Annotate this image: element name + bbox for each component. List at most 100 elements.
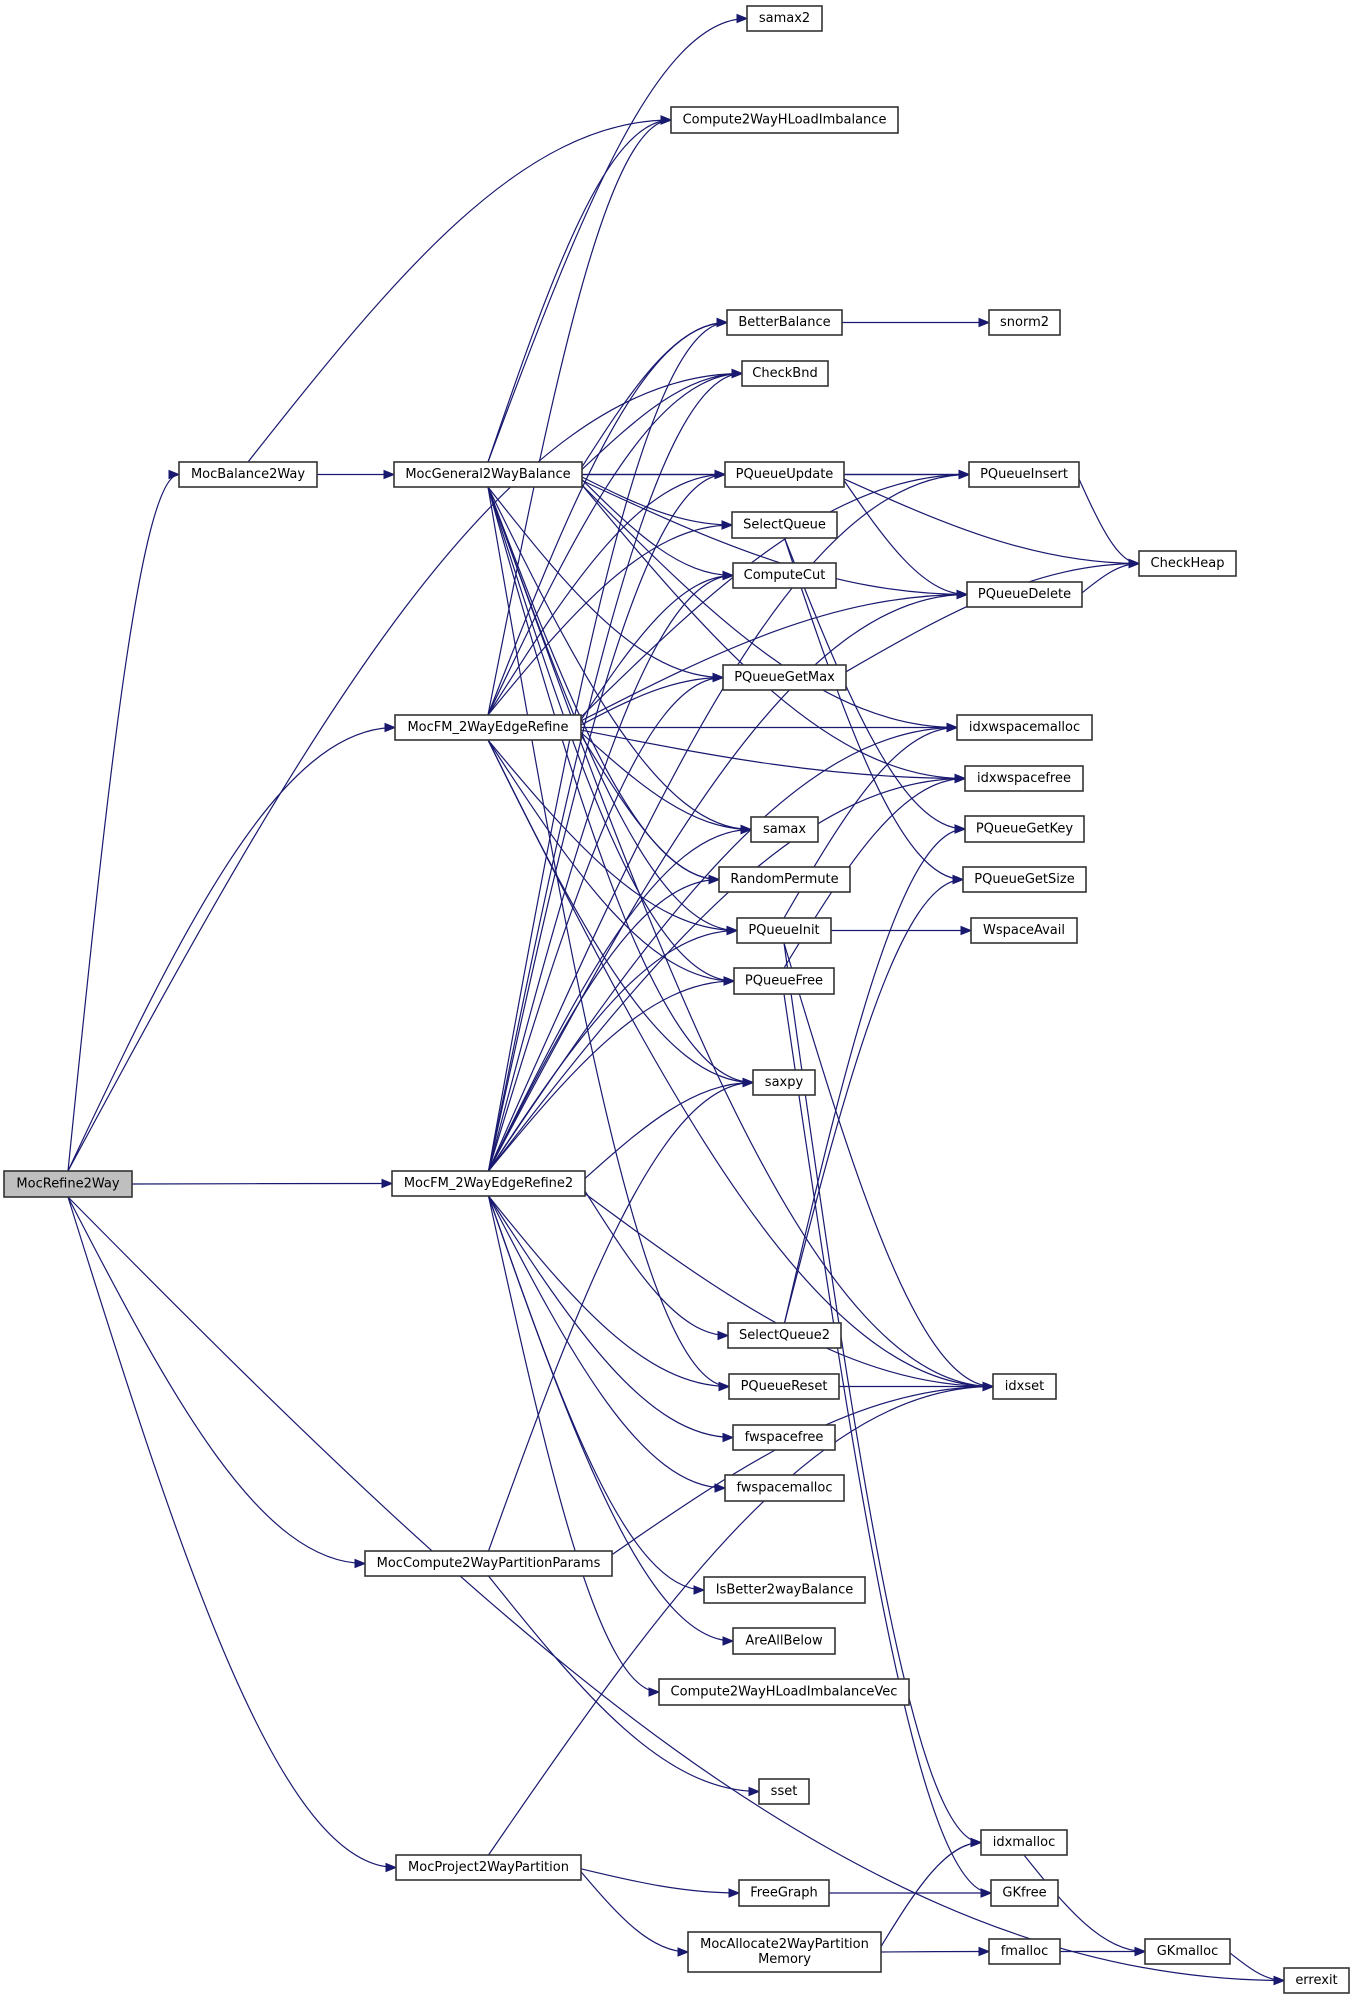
edge-mocfm-2wayedgerefine2-to-pqueueupdate [487, 473, 726, 1172]
node-box [741, 360, 829, 387]
arrowhead-snorm2 [978, 317, 991, 328]
node-pqueuereset[interactable]: PQueueReset [728, 1373, 840, 1400]
node-isbetter2waybalance[interactable]: IsBetter2wayBalance [703, 1576, 866, 1604]
node-samax[interactable]: samax [750, 816, 819, 843]
arrowhead-checkheap [1128, 558, 1141, 569]
node-sset[interactable]: sset [758, 1778, 810, 1805]
node-compute2wayhloadimbalance[interactable]: Compute2WayHLoadImbalance [670, 106, 899, 134]
edge-pqueueupdate-to-pqueuedelete [843, 480, 968, 596]
node-compute2wayhloadimbalancevec[interactable]: Compute2WayHLoadImbalanceVec [658, 1678, 910, 1706]
arrowhead-pqueueupdate [714, 469, 727, 480]
node-box [956, 714, 1093, 741]
node-box [746, 5, 823, 32]
node-pqueuegetsize[interactable]: PQueueGetSize [962, 866, 1087, 893]
node-box [718, 866, 851, 893]
node-label: errexit [1295, 1973, 1337, 1988]
node-mocgeneral2waybalance[interactable]: MocGeneral2WayBalance [393, 461, 583, 488]
node-mocbalance2way[interactable]: MocBalance2Way [178, 461, 318, 488]
node-mocrefine2way[interactable]: MocRefine2Way [3, 1170, 133, 1198]
node-label: samax2 [759, 11, 810, 26]
arrowhead-selectqueue2 [717, 1330, 730, 1341]
node-label: snorm2 [1000, 315, 1049, 330]
edge-moccompute2waypartitionparams-to-idxset [611, 1385, 994, 1556]
edge-mocfm-2wayedgerefine-to-selectqueue [487, 524, 733, 716]
node-box [391, 1170, 586, 1197]
node-selectqueue[interactable]: SelectQueue [731, 511, 838, 539]
arrowhead-wspaceavail [960, 925, 973, 936]
node-idxset[interactable]: idxset [992, 1373, 1057, 1400]
node-fwspacefree[interactable]: fwspacefree [732, 1424, 836, 1451]
node-fwspacemalloc[interactable]: fwspacemalloc [724, 1474, 845, 1502]
node-label: SelectQueue2 [739, 1328, 830, 1343]
arrowhead-freegraph [728, 1888, 741, 1898]
arrowhead-pqueuegetkey [954, 824, 967, 834]
node-pqueueinit[interactable]: PQueueInit [736, 917, 832, 944]
node-pqueuegetkey[interactable]: PQueueGetKey [964, 815, 1085, 843]
node-mocfm-2wayedgerefine[interactable]: MocFM_2WayEdgeRefine [394, 714, 582, 741]
edge-mocgeneral2waybalance-to-pqueuereset [487, 486, 730, 1388]
node-label: GKmalloc [1157, 1944, 1219, 1959]
node-label: MocProject2WayPartition [408, 1860, 569, 1875]
node-box [992, 1373, 1057, 1400]
node-selectqueue2[interactable]: SelectQueue2 [727, 1322, 842, 1349]
node-label: BetterBalance [738, 315, 830, 330]
edge-gkmalloc-to-errexit [1229, 1952, 1285, 1982]
node-freegraph[interactable]: FreeGraph [738, 1879, 830, 1907]
node-box [1138, 550, 1237, 577]
node-moccompute2waypartitionparams[interactable]: MocCompute2WayPartitionParams [364, 1550, 613, 1577]
node-label: MocRefine2Way [16, 1177, 119, 1192]
node-checkheap[interactable]: CheckHeap [1138, 550, 1237, 577]
edge-mocgeneral2waybalance-to-idxwspacefree [581, 484, 966, 780]
arrowhead-fwspacefree [722, 1432, 735, 1443]
arrowhead-mocfm-2wayedgerefine [384, 722, 397, 733]
node-idxwspacefree[interactable]: idxwspacefree [964, 765, 1084, 792]
node-box [752, 1069, 816, 1096]
arrowhead-gkfree [980, 1888, 993, 1898]
node-pqueuefree[interactable]: PQueueFree [733, 967, 835, 995]
node-gkfree[interactable]: GKfree [990, 1879, 1059, 1907]
node-wspaceavail[interactable]: WspaceAvail [970, 917, 1078, 944]
edge-mocfm-2wayedgerefine2-to-areallbelow [487, 1195, 734, 1642]
node-betterbalance[interactable]: BetterBalance [726, 309, 843, 336]
node-snorm2[interactable]: snorm2 [988, 309, 1061, 336]
arrowhead-fwspacemalloc [714, 1483, 727, 1493]
node-pqueueupdate[interactable]: PQueueUpdate [724, 461, 845, 488]
arrowhead-moccompute2waypartitionparams [354, 1558, 367, 1569]
node-mocproject2waypartition[interactable]: MocProject2WayPartition [395, 1854, 582, 1881]
arrowhead-mocbalance2way [168, 469, 181, 480]
node-checkbnd[interactable]: CheckBnd [741, 360, 829, 387]
node-box [964, 815, 1085, 843]
call-nodes: MocRefine2Way MocBalance2Way MocGeneral2Wa… [3, 5, 1350, 1994]
node-randompermute[interactable]: RandomPermute [718, 866, 851, 893]
edge-mocfm-2wayedgerefine2-to-betterbalance [487, 321, 728, 1172]
node-label: PQueueDelete [978, 587, 1071, 602]
node-box [750, 816, 819, 843]
edge-mocfm-2wayedgerefine2-to-pqueuedelete [487, 593, 968, 1172]
node-saxpy[interactable]: saxpy [752, 1069, 816, 1096]
edge-mocfm-2wayedgerefine-to-idxset [487, 739, 994, 1388]
edge-mocfm-2wayedgerefine-to-pqueuedelete [580, 593, 968, 722]
node-samax2[interactable]: samax2 [746, 5, 823, 32]
node-errexit[interactable]: errexit [1283, 1967, 1350, 1994]
edge-mocgeneral2waybalance-to-checkbnd [581, 372, 743, 470]
edge-mocgeneral2waybalance-to-pqueuegetmax [487, 486, 724, 679]
edge-mocgeneral2waybalance-to-pqueuefree [487, 486, 735, 982]
node-pqueuedelete[interactable]: PQueueDelete [966, 581, 1083, 608]
node-pqueueinsert[interactable]: PQueueInsert [968, 461, 1080, 488]
node-label: MocAllocate2WayPartition [700, 1937, 869, 1952]
node-fmalloc[interactable]: fmalloc [988, 1938, 1061, 1965]
node-box [722, 664, 847, 691]
node-idxwspacemalloc[interactable]: idxwspacemalloc [956, 714, 1093, 741]
node-mocfm-2wayedgerefine2[interactable]: MocFM_2WayEdgeRefine2 [391, 1170, 586, 1197]
node-idxmalloc[interactable]: idxmalloc [980, 1829, 1068, 1856]
node-box [364, 1550, 613, 1577]
node-computecut[interactable]: ComputeCut [732, 562, 837, 589]
node-label: idxset [1005, 1379, 1044, 1394]
node-pqueuegetmax[interactable]: PQueueGetMax [722, 664, 847, 691]
edge-mocfm-2wayedgerefine2-to-idxset [584, 1193, 994, 1388]
node-label: samax [763, 822, 806, 837]
node-gkmalloc[interactable]: GKmalloc [1144, 1938, 1231, 1965]
node-areallbelow[interactable]: AreAllBelow [732, 1627, 836, 1655]
node-label: MocCompute2WayPartitionParams [377, 1556, 601, 1571]
